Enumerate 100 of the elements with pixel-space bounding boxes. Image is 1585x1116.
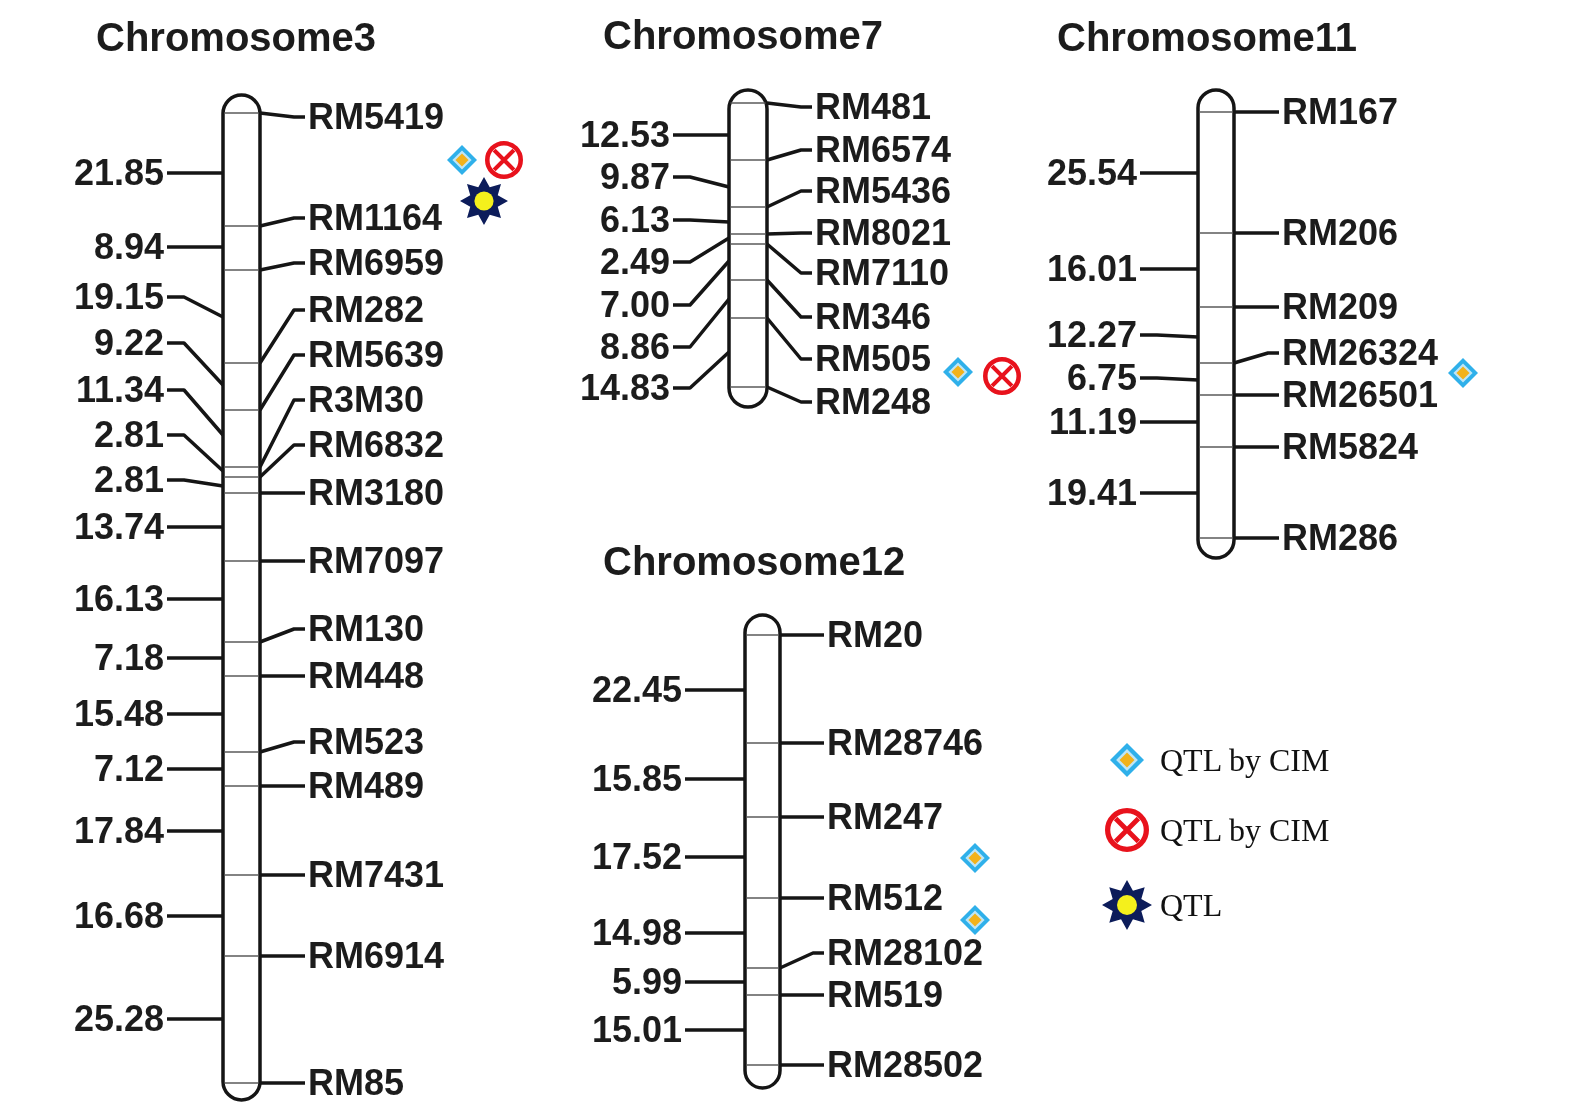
distance-label: 17.84 <box>73 813 164 849</box>
leader-line <box>780 993 824 997</box>
leader-line <box>1140 171 1198 175</box>
marker-label: RM282 <box>308 292 425 328</box>
marker-label: RM206 <box>1282 215 1399 251</box>
leader-line <box>260 873 305 877</box>
distance-label: 13.74 <box>73 509 164 545</box>
marker-label: RM346 <box>815 299 932 335</box>
distance-label: 2.81 <box>93 462 164 498</box>
distance-label: 15.01 <box>591 1012 682 1048</box>
marker-label: RM28102 <box>827 935 984 971</box>
distance-label: 12.53 <box>579 117 670 153</box>
leader-line <box>260 784 305 788</box>
distance-label: 19.15 <box>73 279 164 315</box>
chromosome-title: Chromosome12 <box>603 538 906 585</box>
leader-line <box>1234 231 1279 235</box>
distance-label: 5.99 <box>611 964 682 1000</box>
distance-label: 21.85 <box>73 155 164 191</box>
marker-label: RM6832 <box>308 427 445 463</box>
marker-label: RM209 <box>1282 289 1399 325</box>
leader-line <box>780 815 824 819</box>
leader-line <box>259 740 305 754</box>
leader-line <box>673 218 730 224</box>
marker-label: RM28746 <box>827 725 984 761</box>
distance-label: 9.22 <box>93 325 164 361</box>
chromosome-title: Chromosome3 <box>96 14 377 61</box>
leader-line <box>1140 267 1198 271</box>
leader-line <box>167 1017 223 1021</box>
marker-label: RM167 <box>1282 94 1399 130</box>
leader-line <box>1234 445 1279 449</box>
distance-label: 6.75 <box>1066 360 1137 396</box>
leader-line <box>1234 393 1279 397</box>
leader-line <box>779 951 824 970</box>
marker-label: RM5639 <box>308 337 445 373</box>
leader-line <box>1234 110 1279 114</box>
leader-line <box>167 656 223 660</box>
marker-label: R3M30 <box>308 382 425 418</box>
distance-label: 16.01 <box>1046 251 1137 287</box>
marker-label: RM286 <box>1282 520 1399 556</box>
leader-line <box>685 980 745 984</box>
leader-line <box>1234 536 1279 540</box>
marker-label: RM20 <box>827 617 924 653</box>
leader-line <box>766 231 812 236</box>
distance-label: 2.81 <box>93 417 164 453</box>
leader-line <box>259 261 305 272</box>
marker-label: RM85 <box>308 1065 405 1101</box>
leader-line <box>259 111 305 119</box>
marker-label: RM512 <box>827 880 944 916</box>
marker-label: RM523 <box>308 724 425 760</box>
leader-line <box>780 896 824 900</box>
marker-label: RM519 <box>827 977 944 1013</box>
distance-label: 14.98 <box>591 915 682 951</box>
marker-label: RM481 <box>815 89 932 125</box>
distance-label: 6.13 <box>599 202 670 238</box>
marker-label: RM247 <box>827 799 944 835</box>
leader-line <box>685 688 745 692</box>
distance-label: 7.00 <box>599 287 670 323</box>
marker-label: RM130 <box>308 611 425 647</box>
leader-line <box>673 133 729 137</box>
leader-line <box>167 829 223 833</box>
marker-label: RM8021 <box>815 215 952 251</box>
leader-line <box>167 478 224 488</box>
leader-line <box>1140 376 1199 382</box>
leader-line <box>260 1081 305 1085</box>
distance-label: 19.41 <box>1046 475 1137 511</box>
leader-line <box>685 1028 745 1032</box>
leader-line <box>766 385 812 404</box>
leader-line <box>766 148 812 162</box>
leader-line <box>167 767 223 771</box>
leader-line <box>766 101 812 109</box>
legend-text: QTL <box>1160 886 1223 925</box>
distance-label: 7.12 <box>93 751 164 787</box>
marker-label: RM26324 <box>1282 335 1439 371</box>
leader-line <box>259 627 305 644</box>
marker-label: RM6914 <box>308 938 445 974</box>
marker-label: RM6959 <box>308 245 445 281</box>
distance-label: 7.18 <box>93 640 164 676</box>
leader-line <box>1234 305 1279 309</box>
distance-label: 11.19 <box>1048 404 1137 440</box>
leader-line <box>1140 333 1199 339</box>
marker-label: RM5436 <box>815 173 952 209</box>
marker-label: RM3180 <box>308 475 445 511</box>
chromosome-title: Chromosome11 <box>1057 14 1358 61</box>
leader-line <box>685 777 745 781</box>
legend-text: QTL by CIM <box>1160 741 1330 780</box>
distance-label: 9.87 <box>599 159 670 195</box>
leader-line <box>780 633 824 637</box>
marker-label: RM1164 <box>308 200 443 236</box>
legend-text: QTL by CIM <box>1160 811 1330 850</box>
distance-label: 8.86 <box>599 329 670 365</box>
marker-label: RM6574 <box>815 132 952 168</box>
distance-label: 25.28 <box>73 1001 164 1037</box>
leader-line <box>167 712 223 716</box>
distance-label: 12.27 <box>1046 317 1137 353</box>
marker-label: RM26501 <box>1282 377 1439 413</box>
leader-line <box>1233 351 1279 365</box>
marker-label: RM489 <box>308 768 425 804</box>
chromosome-title: Chromosome7 <box>603 12 884 59</box>
leader-line <box>260 491 305 495</box>
leader-line <box>260 559 305 563</box>
